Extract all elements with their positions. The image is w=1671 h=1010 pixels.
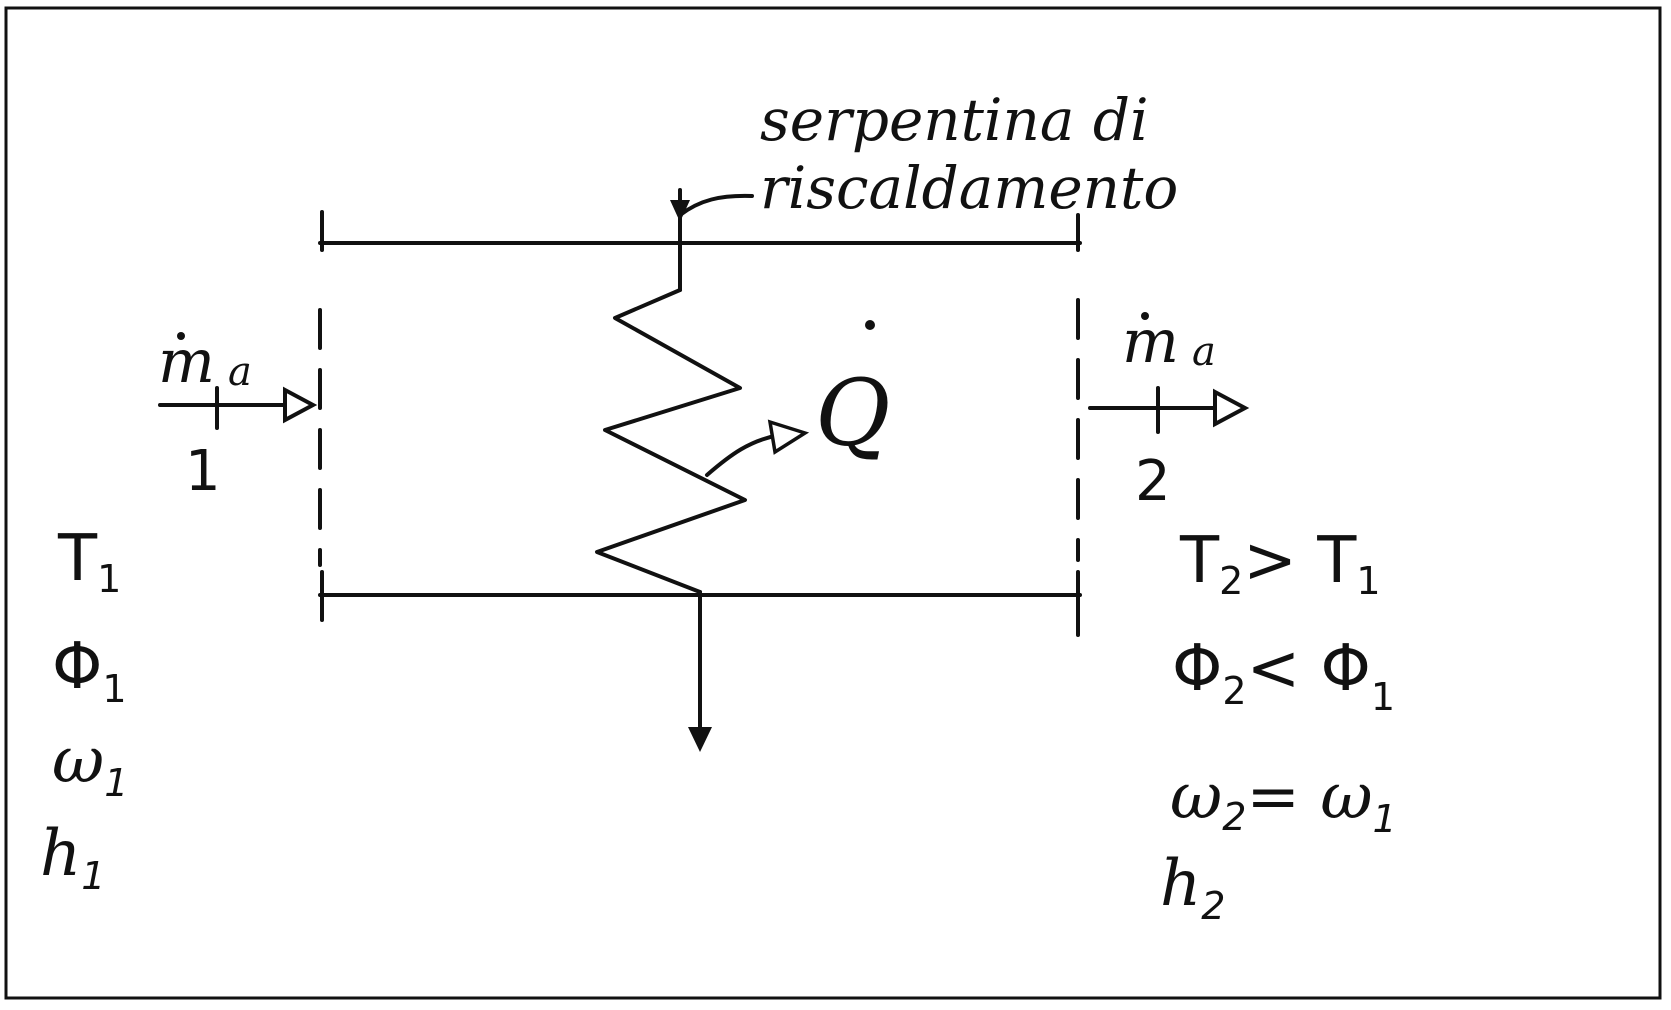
heat-symbol: Q — [815, 360, 890, 467]
outlet-station-number: 2 — [1135, 449, 1171, 514]
outlet-arrowhead — [1213, 388, 1250, 428]
outlet-flow-dot — [1141, 312, 1149, 320]
outlet-flow: m a 2 — [1088, 307, 1250, 514]
heating-coil — [595, 188, 754, 752]
inlet-prop-temperature: T1 — [57, 522, 121, 601]
coil-label-line1: serpentina di — [760, 86, 1149, 154]
coil-zigzag — [595, 288, 747, 594]
coil-outlet-arrowhead — [688, 727, 712, 752]
heat-dot — [865, 320, 875, 330]
coil-inlet-arrowhead — [670, 200, 690, 222]
coil-label-line2: riscaldamento — [760, 154, 1178, 222]
outlet-properties: T2> T1 Φ2< Φ1 ω2= ω1 h2 — [1160, 524, 1397, 928]
inlet-arrowhead — [283, 386, 318, 424]
coil-label-leader — [678, 193, 754, 217]
inlet-station-number: 1 — [185, 439, 221, 504]
inlet-flow-dot — [177, 332, 185, 340]
inlet-prop-enthalpy: h1 — [40, 817, 105, 898]
heat-transfer: Q — [705, 320, 890, 477]
inlet-flow-subscript: a — [228, 349, 252, 395]
page-frame — [4, 6, 1662, 1000]
outlet-flow-subscript: a — [1192, 329, 1216, 375]
outlet-prop-relative-humidity: Φ2< Φ1 — [1172, 632, 1395, 719]
outlet-prop-enthalpy: h2 — [1160, 847, 1225, 928]
outlet-prop-humidity-ratio: ω2= ω1 — [1170, 760, 1397, 841]
inlet-flow: m a 1 — [158, 327, 318, 504]
inlet-flow-label: m — [158, 327, 215, 397]
heat-arrowhead — [767, 419, 810, 455]
outlet-flow-label: m — [1122, 307, 1179, 377]
inlet-prop-humidity-ratio: ω1 — [52, 724, 128, 805]
outlet-prop-temperature: T2> T1 — [1179, 524, 1381, 603]
inlet-prop-relative-humidity: Φ1 — [52, 630, 127, 711]
heat-arrow-shaft — [705, 433, 782, 477]
inlet-properties: T1 Φ1 ω1 h1 — [40, 522, 128, 898]
duct-control-volume — [318, 210, 1082, 637]
